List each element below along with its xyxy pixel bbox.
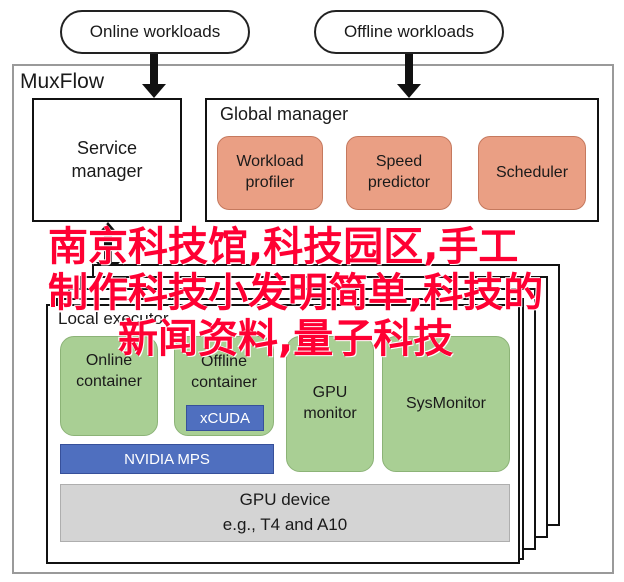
xcuda-label: xCUDA bbox=[199, 409, 250, 427]
online-workloads-box: Online workloads bbox=[60, 10, 250, 54]
online-workloads-label: Online workloads bbox=[89, 22, 221, 41]
offline-arrow-shaft bbox=[405, 54, 413, 84]
service-manager-label: Service manager bbox=[71, 137, 143, 181]
gpu-device-label: GPU device e.g., T4 and A10 bbox=[222, 490, 348, 534]
online-arrow-head bbox=[142, 84, 166, 98]
workload-profiler-box: Workload profiler bbox=[217, 136, 323, 210]
offline-workloads-label: Offline workloads bbox=[343, 22, 475, 41]
global-manager-title: Global manager bbox=[220, 104, 349, 124]
scheduler-label: Scheduler bbox=[495, 163, 569, 181]
offline-container-label: Offline container bbox=[191, 353, 257, 391]
nvidia-mps-box: NVIDIA MPS bbox=[60, 444, 274, 474]
offline-workloads-box: Offline workloads bbox=[314, 10, 504, 54]
xcuda-box: xCUDA bbox=[186, 405, 264, 431]
muxflow-title: MuxFlow bbox=[20, 70, 105, 93]
watermark-line-2: 制作科技小发明简单,科技的 bbox=[48, 270, 544, 316]
service-executor-arrow-up bbox=[96, 222, 120, 236]
workload-profiler-label: Workload profiler bbox=[236, 153, 304, 191]
service-manager-box: Service manager bbox=[32, 98, 182, 222]
nvidia-mps-label: NVIDIA MPS bbox=[124, 450, 210, 468]
sysmonitor-label: SysMonitor bbox=[405, 394, 487, 412]
gpu-monitor-label: GPU monitor bbox=[303, 384, 357, 422]
local-executor-title: Local executor bbox=[58, 309, 169, 328]
speed-predictor-label: Speed predictor bbox=[367, 153, 431, 191]
gpu-device-box: GPU device e.g., T4 and A10 bbox=[60, 484, 510, 542]
scheduler-box: Scheduler bbox=[478, 136, 586, 210]
sysmonitor-box: SysMonitor bbox=[382, 336, 510, 472]
online-container-label: Online container bbox=[76, 352, 142, 390]
speed-predictor-box: Speed predictor bbox=[346, 136, 452, 210]
gpu-monitor-box: GPU monitor bbox=[286, 336, 374, 472]
service-executor-arrow-shaft bbox=[104, 236, 112, 262]
online-arrow-shaft bbox=[150, 54, 158, 84]
offline-arrow-head bbox=[397, 84, 421, 98]
watermark-line-1: 南京科技馆,科技园区,手工 bbox=[48, 224, 519, 270]
watermark-line-3: 新闻资料,量子科技 bbox=[118, 316, 454, 362]
online-container-box: Online container bbox=[60, 336, 158, 436]
